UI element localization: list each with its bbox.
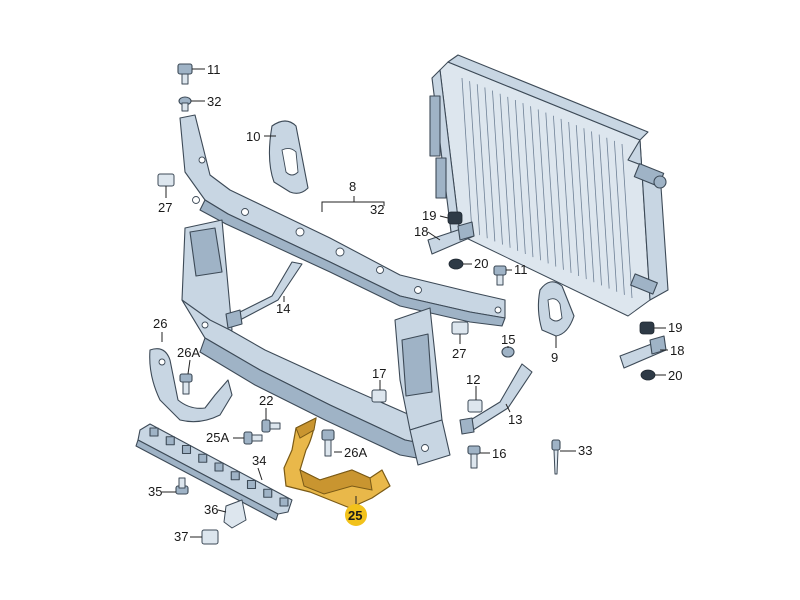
callout-8: 8 [349,179,356,194]
callout-19-lower: 19 [668,320,682,335]
callout-10: 10 [246,129,260,144]
radiator-core [461,77,633,299]
rail-rib [279,497,289,507]
callout-labels: 11 32 10 27 8 32 19 18 20 11 14 9 19 18 … [148,62,684,544]
callout-25-highlight-marker [345,504,367,526]
callout-35: 35 [148,484,162,499]
radiator-fin [583,128,595,283]
callout-22: 22 [259,393,273,408]
callout-26: 26 [153,316,167,331]
radiator-fin [613,140,625,295]
callout-32-top: 32 [207,94,221,109]
rail-rib [214,462,224,472]
callout-15: 15 [501,332,515,347]
callout-18-upper: 18 [414,224,428,239]
rail-rib [230,471,240,481]
radiator-fin [621,143,633,299]
air-guide-part-25 [283,417,391,509]
lock-carrier [179,114,506,466]
callout-11-right: 11 [514,262,528,277]
callout-14: 14 [276,301,290,316]
mount-part-18-upper [427,221,475,255]
callout-13: 13 [508,412,522,427]
radiator-fin [484,87,496,242]
callout-9: 9 [551,350,558,365]
callout-20-lower: 20 [668,368,682,383]
radiator-fin [461,77,473,233]
callout-18-lower: 18 [670,343,684,358]
callout-20-upper: 20 [474,256,488,271]
callout-16: 16 [492,446,506,461]
radiator-fin [598,134,610,289]
rail-rib [181,444,192,455]
seal-part-9 [537,281,575,337]
callout-27-right: 27 [452,346,466,361]
rail-rib [263,488,273,498]
callout-36: 36 [204,502,218,517]
radiator-fin [499,93,511,248]
radiator-fin [591,131,602,286]
radiator-fin [507,96,519,251]
callout-11-top: 11 [207,62,221,77]
rail-rib [165,436,175,446]
callout-17: 17 [372,366,386,381]
callout-12: 12 [466,372,480,387]
radiator-fin [492,90,503,245]
radiator-fin [514,99,526,255]
bracket-part-14 [225,261,303,329]
radiator-fin [568,121,580,277]
callout-26a-left: 26A [177,345,200,360]
radiator-fin [545,112,557,267]
radiator-fin [575,125,587,280]
rail-rib [246,479,257,490]
callout-19-upper: 19 [422,208,436,223]
callout-25: 25 [348,508,362,523]
callout-33: 33 [578,443,592,458]
radiator-fin [553,115,564,270]
fasteners [157,63,656,545]
rail-rib [198,453,208,463]
radiator-fin [469,81,481,236]
callout-25a: 25A [206,430,229,445]
mount-part-18-lower [619,335,667,369]
radiator-fin [537,109,549,264]
callout-27-left: 27 [158,200,172,215]
radiator-fin [522,103,534,258]
radiator-fin [530,106,541,261]
callout-32-mid: 32 [370,202,384,217]
callout-37: 37 [174,529,188,544]
radiator-fin [476,84,488,239]
callout-34: 34 [252,453,266,468]
rail-rib [149,427,159,437]
seal-part-10 [268,120,309,194]
radiator-fin [606,137,618,292]
radiator [429,54,669,317]
radiator-fin [560,118,572,273]
callout-26a-right: 26A [344,445,367,460]
bracket-part-13 [459,363,533,435]
bracket-part-26 [149,348,233,423]
